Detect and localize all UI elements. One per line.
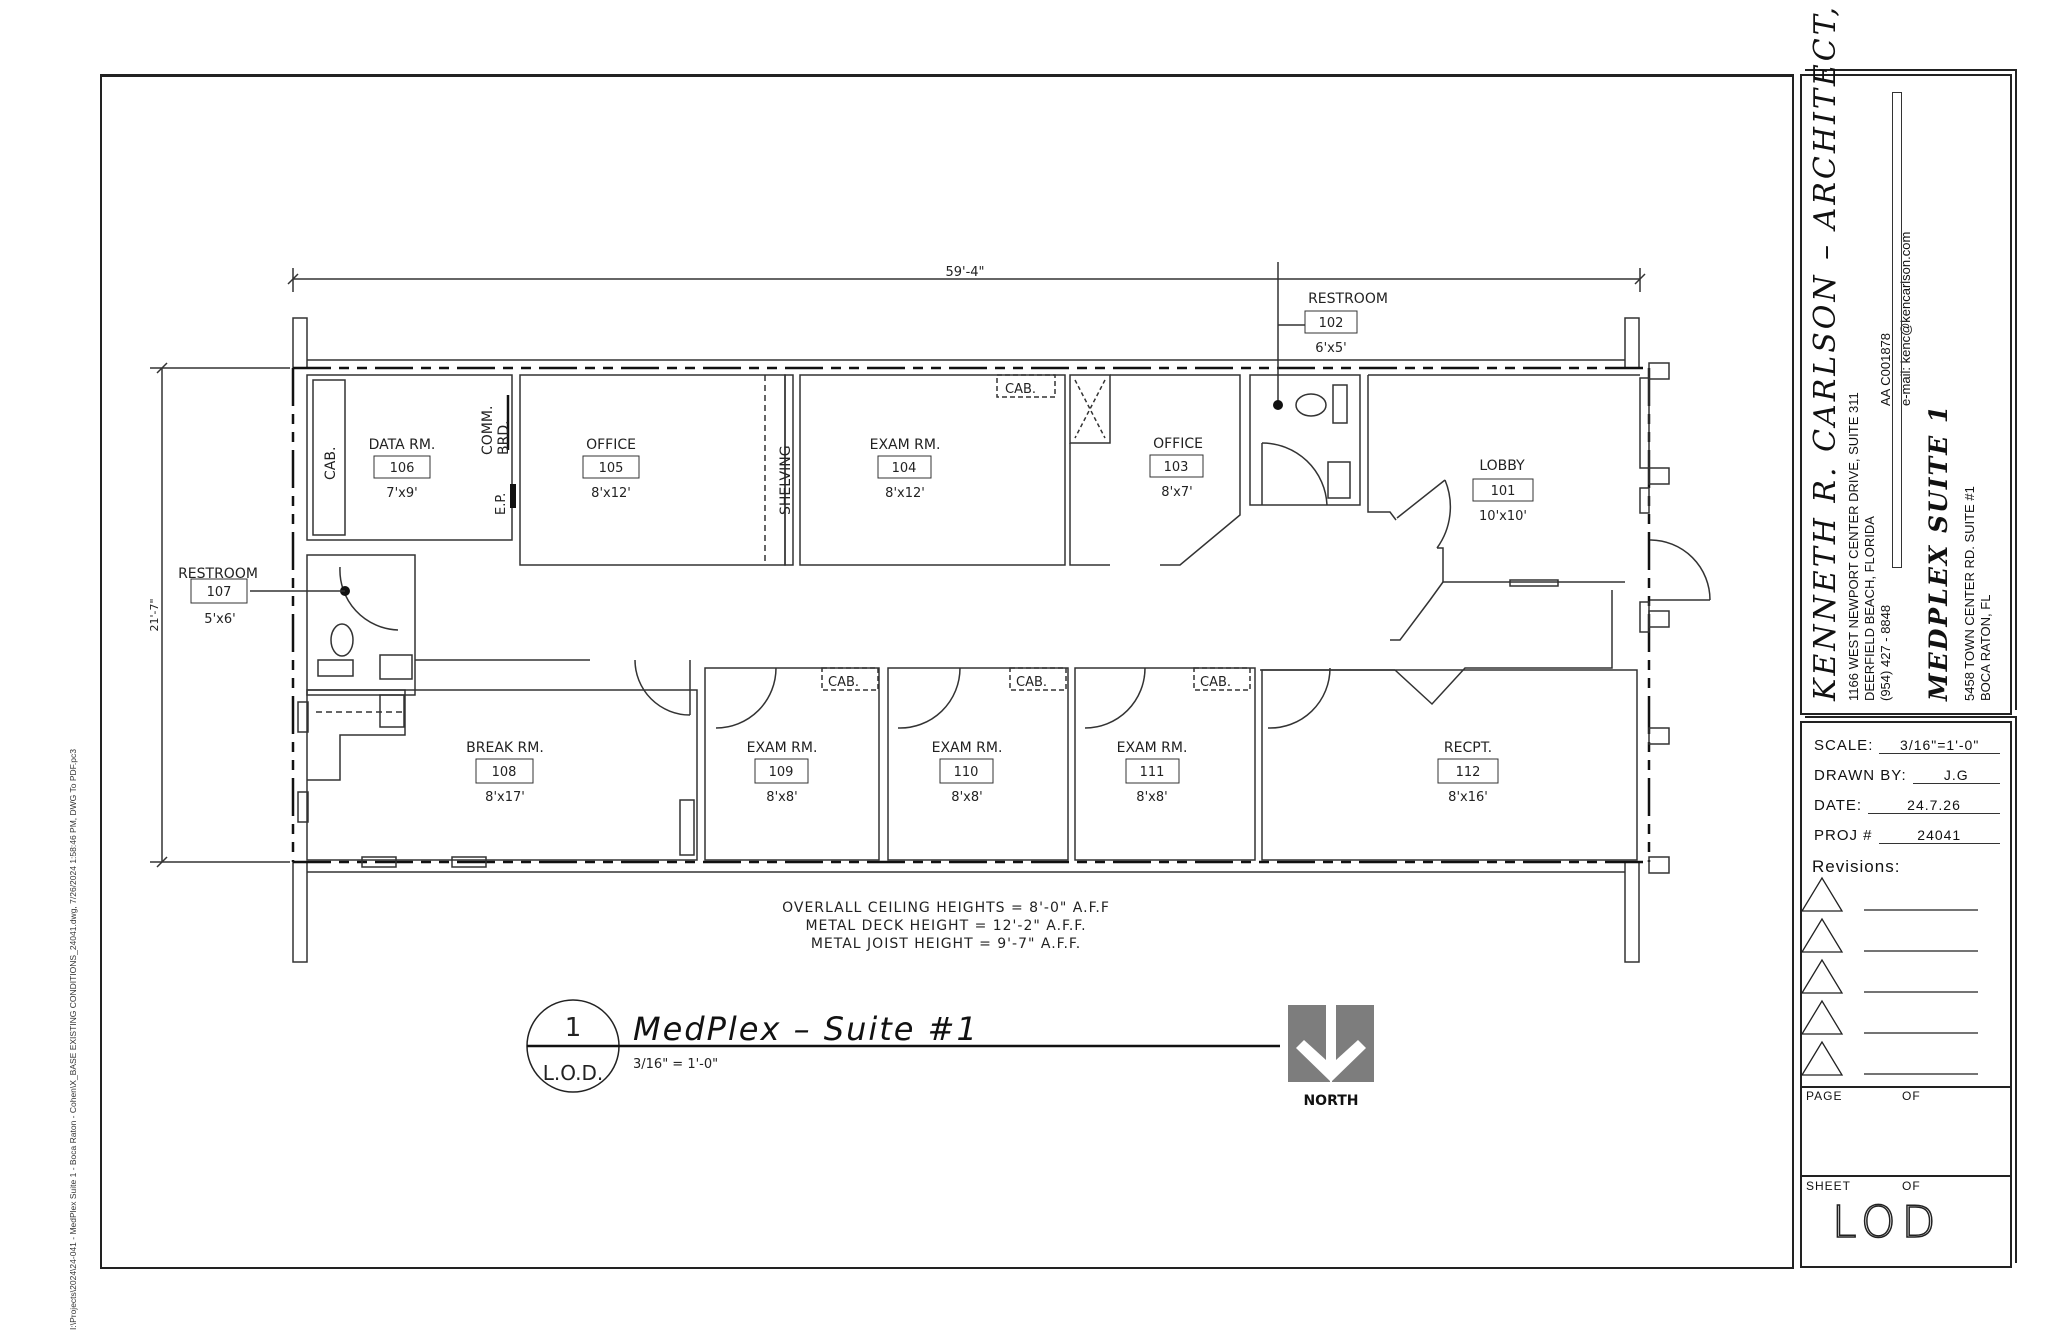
room-size-109: 8'x8' (766, 790, 797, 805)
room-name-106: DATA RM. (369, 437, 436, 453)
room-number-101: 101 (1491, 484, 1516, 499)
room-number-112: 112 (1456, 765, 1481, 780)
room-size-111: 8'x8' (1136, 790, 1167, 805)
room-number-106: 106 (390, 461, 415, 476)
room-number-110: 110 (954, 765, 979, 780)
room-number-102: 102 (1319, 316, 1344, 331)
drawing-border (100, 74, 1794, 1269)
drawing-title: MedPlex – Suite #1 (633, 1010, 979, 1048)
room-number-105: 105 (599, 461, 624, 476)
room-size-106: 7'x9' (386, 486, 417, 501)
revision-triangle-icon (1802, 876, 1844, 912)
sheet-of-label: OF (1902, 1179, 1921, 1193)
cab-label-111: CAB. (1200, 675, 1231, 690)
ep-label: E.P. (494, 493, 509, 515)
project-address-1: 5458 TOWN CENTER RD. SUITE #1 (1962, 486, 1977, 701)
brd-label: BRD. (496, 420, 512, 455)
scale-row: SCALE: 3/16"=1'-0" (1814, 737, 2000, 754)
scale-value: 3/16"=1'-0" (1879, 737, 2000, 754)
room-size-110: 8'x8' (951, 790, 982, 805)
room-number-107: 107 (207, 585, 232, 600)
room-number-111: 111 (1140, 765, 1165, 780)
note-deck-height: METAL DECK HEIGHT = 12'-2" A.F.F. (805, 918, 1086, 934)
architect-phone: (954) 427 - 8848 (1878, 604, 1893, 701)
room-name-110: EXAM RM. (932, 740, 1003, 756)
detail-number: 1 (565, 1013, 582, 1043)
room-name-101: LOBBY (1479, 458, 1525, 474)
room-size-102: 6'x5' (1315, 341, 1346, 356)
comm-label: COMM. (480, 406, 496, 455)
date-value: 24.7.26 (1868, 797, 2000, 814)
project-name: MEDPLEX SUITE 1 (1924, 403, 1953, 701)
architect-name: KENNETH R. CARLSON – ARCHITECT, P.A. (1808, 0, 1843, 701)
note-joist-height: METAL JOIST HEIGHT = 9'-7" A.F.F. (811, 936, 1081, 952)
proj-row: PROJ # 24041 (1814, 827, 2000, 844)
room-name-108: BREAK RM. (466, 740, 544, 756)
page-of-label: OF (1902, 1089, 1921, 1103)
title-block-info: SCALE: 3/16"=1'-0" DRAWN BY: J.G DATE: 2… (1800, 721, 2012, 1268)
revision-triangles (1802, 876, 1978, 1076)
room-size-103: 8'x7' (1161, 485, 1192, 500)
architect-address-1: 1166 WEST NEWPORT CENTER DRIVE, SUITE 31… (1846, 392, 1861, 701)
cab-label-110: CAB. (1016, 675, 1047, 690)
room-name-104: EXAM RM. (870, 437, 941, 453)
room-name-107: RESTROOM (178, 566, 258, 582)
room-size-104: 8'x12' (885, 486, 925, 501)
revision-triangle-icon (1802, 917, 1844, 953)
room-name-109: EXAM RM. (747, 740, 818, 756)
room-name-105: OFFICE (586, 437, 636, 453)
room-name-112: RECPT. (1444, 740, 1492, 756)
room-size-112: 8'x16' (1448, 790, 1488, 805)
project-address-2: BOCA RATON, FL (1978, 594, 1993, 701)
room-name-102: RESTROOM (1308, 291, 1388, 307)
note-ceiling-height: OVERLALL CEILING HEIGHTS = 8'-0" A.F.F (782, 900, 1110, 916)
architect-address-2: DEERFIELD BEACH, FLORIDA (1862, 516, 1877, 701)
date-row: DATE: 24.7.26 (1814, 797, 2000, 814)
room-size-107: 5'x6' (204, 612, 235, 627)
detail-sheet-ref: L.O.D. (543, 1061, 604, 1085)
title-block-architect: KENNETH R. CARLSON – ARCHITECT, P.A. 116… (1800, 0, 2012, 715)
drawn-by-row: DRAWN BY: J.G (1814, 767, 2000, 784)
revision-triangle-icon (1802, 1040, 1844, 1076)
north-arrow-icon (1288, 1005, 1374, 1082)
overall-width-dim: 59'-4" (945, 265, 984, 280)
shelving-label: SHELVING (778, 445, 794, 515)
room-number-103: 103 (1164, 460, 1189, 475)
cab-label-104: CAB. (1005, 382, 1036, 397)
drawn-by-value: J.G (1912, 767, 2000, 784)
room-number-108: 108 (492, 765, 517, 780)
room-size-108: 8'x17' (485, 790, 525, 805)
page-label: PAGE (1806, 1089, 1843, 1103)
cab-label-data: CAB. (323, 447, 339, 480)
revisions-label: Revisions: (1812, 857, 1901, 876)
revision-triangle-icon (1802, 958, 1844, 994)
floor-plan: 59'-4" 21'-7" CAB. COMM. BRD. E.P. SHELV… (148, 262, 1711, 1109)
north-label: NORTH (1303, 1093, 1358, 1109)
room-number-104: 104 (892, 461, 917, 476)
room-size-105: 8'x12' (591, 486, 631, 501)
proj-value: 24041 (1878, 827, 2000, 844)
overall-depth-dim: 21'-7" (148, 598, 161, 631)
room-name-103: OFFICE (1153, 436, 1203, 452)
room-name-111: EXAM RM. (1117, 740, 1188, 756)
sheet-label: SHEET (1806, 1179, 1852, 1193)
cab-label-109: CAB. (828, 675, 859, 690)
room-size-101: 10'x10' (1479, 509, 1527, 524)
room-number-109: 109 (769, 765, 794, 780)
drawing-scale: 3/16" = 1'-0" (633, 1057, 718, 1072)
architect-license: AA C001878 (1878, 332, 1893, 406)
revision-triangle-icon (1802, 999, 1844, 1035)
sheet-id: LOD (1831, 1196, 1942, 1249)
